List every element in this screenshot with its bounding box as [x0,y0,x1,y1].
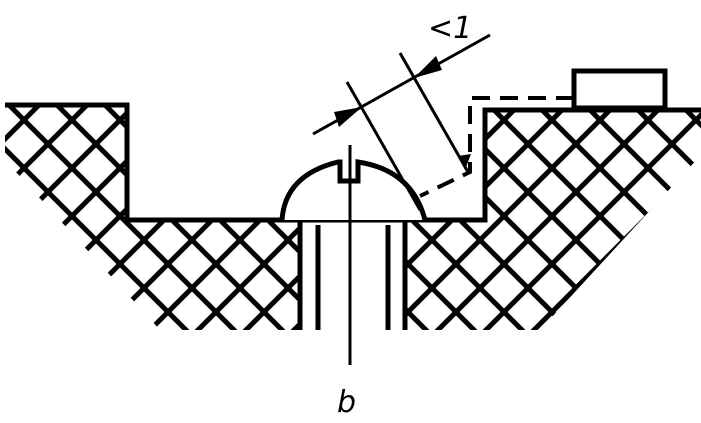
extension-line-1 [345,81,422,211]
figure-label: b [337,385,356,420]
arrow-head-right [414,56,442,78]
bolt-hole [297,222,408,330]
dimension-label: <1 [428,11,472,46]
bolt-head [279,159,428,221]
extension-line-2 [398,52,470,173]
arrow-head-left [334,107,362,127]
dashed-gauge-outline [419,96,574,198]
straightedge-block [571,68,668,111]
arrow-head-down [458,154,471,170]
hatched-base-material [5,105,701,330]
